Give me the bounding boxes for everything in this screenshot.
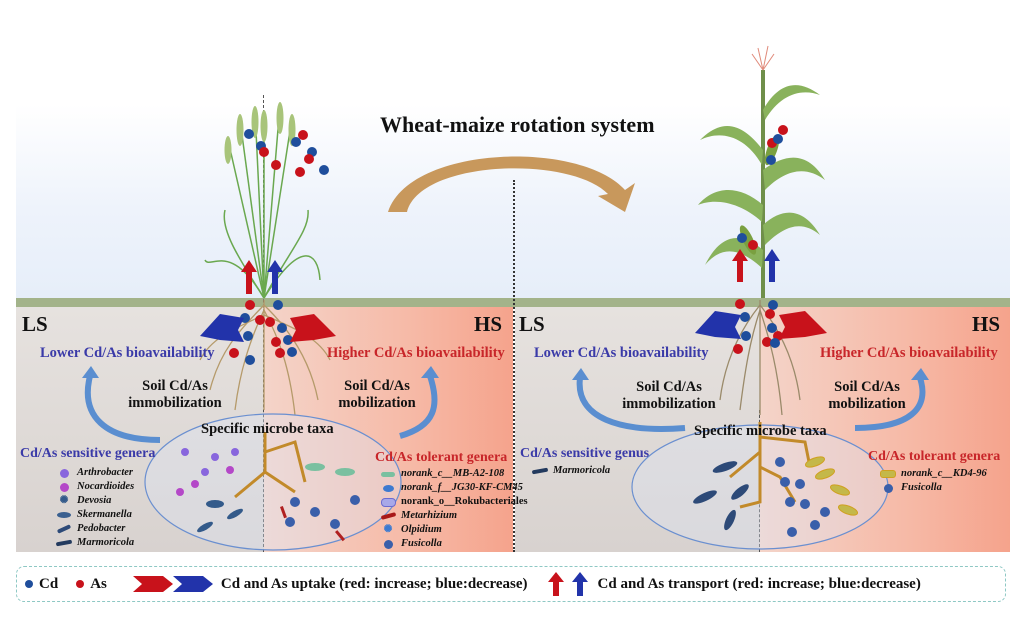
maize-plant-icon	[698, 45, 825, 298]
maize-immobilization-arrow-icon	[572, 368, 686, 432]
maize-immobilization-label: Soil Cd/As immobilization	[614, 379, 724, 413]
dark-rod-bacterium-icon	[531, 467, 549, 475]
maize-roots	[719, 299, 801, 416]
wheat-lower-bioavailability: Lower Cd/As bioavailability	[40, 345, 215, 361]
wheat-mobilization-arrow-icon	[399, 366, 439, 439]
genus-item: norank_o__Rokubacteriales	[380, 495, 528, 509]
wheat-higher-bioavailability: Higher Cd/As bioavailability	[327, 345, 505, 361]
lavender-capsule-icon	[380, 497, 396, 507]
genus-item: Nocardioides	[56, 480, 134, 494]
maize-sensitive-title: Cd/As sensitive genus	[520, 446, 650, 461]
genus-item: Skermanella	[56, 508, 134, 522]
legend-transport: Cd and As transport (red: increase; blue…	[546, 571, 921, 597]
maize-uptake-arrows	[695, 311, 827, 339]
maize-microbe-zone	[631, 422, 889, 550]
legend-as: As	[76, 576, 107, 593]
wheat-tolerant-title: Cd/As tolerant genera	[375, 450, 508, 465]
wheat-immobilization-label: Soil Cd/As immobilization	[120, 378, 230, 412]
genus-item: ✺Olpidium	[380, 523, 528, 537]
uptake-increase-chevron-icon	[290, 314, 336, 342]
maize-higher-bioavailability: Higher Cd/As bioavailability	[820, 345, 998, 361]
mobilization-line-1: Soil Cd/As	[834, 379, 900, 395]
maize-tolerant-title: Cd/As tolerant genera	[868, 449, 1001, 464]
wheat-ls-label: LS	[22, 312, 48, 336]
cd-dot-icon	[25, 580, 33, 588]
wheat-immobilization-arrow-icon	[82, 366, 161, 443]
spiky-blue-cell-icon: ✺	[59, 495, 69, 506]
maize-microbe-taxa-label: Specific microbe taxa	[694, 423, 827, 439]
yellow-green-bacillus-icon	[880, 470, 896, 478]
genus-item: Fusicolla	[880, 481, 987, 495]
wheat-hs-label: HS	[474, 312, 503, 336]
wheat-mobilization-label: Soil Cd/As mobilization	[327, 378, 427, 412]
rod-bacterium-icon	[56, 524, 72, 534]
wheat-sensitive-title: Cd/As sensitive genera	[20, 446, 156, 461]
wheat-microbe-taxa-label: Specific microbe taxa	[201, 421, 334, 437]
maize-tolerant-genera-list: norank_c__KD4-96 Fusicolla	[880, 467, 987, 495]
spiky-blue-spore-icon: ✺	[383, 524, 393, 535]
magenta-cell-icon	[56, 482, 72, 492]
oval-bacterium-icon	[56, 512, 72, 518]
blue-sphere-icon	[880, 483, 896, 493]
genus-item: Metarhizium	[380, 509, 528, 523]
mobilization-line-2: mobilization	[338, 395, 416, 411]
maize-high-stress-soil	[760, 307, 1010, 552]
wheat-metal-dots	[244, 129, 329, 177]
wheat-uptake-arrows	[200, 314, 336, 342]
dark-rod-bacterium-icon	[55, 539, 73, 547]
wheat-tolerant-genera-list: norank_c__MB-A2-108 norank_f__JG30-KF-CM…	[380, 467, 528, 551]
uptake-decrease-chevron-icon	[695, 311, 741, 339]
as-dot-icon	[76, 580, 85, 588]
genus-item: norank_c__KD4-96	[880, 467, 987, 481]
mobilization-line-1: Soil Cd/As	[344, 378, 410, 394]
maize-sensitive-genera-list: Marmoricola	[531, 464, 610, 478]
uptake-chevrons-icon	[132, 576, 213, 592]
genus-item: Pedobacter	[56, 522, 134, 536]
genus-item: Marmoricola	[55, 536, 134, 550]
wheat-roots	[199, 300, 331, 416]
maize-transport-arrows	[732, 249, 780, 282]
panel-divider	[513, 180, 515, 552]
blue-sphere-icon	[380, 539, 396, 549]
uptake-decrease-chevron-icon	[200, 314, 244, 342]
maize-ls-label: LS	[519, 312, 545, 336]
wheat-plant-icon	[204, 102, 329, 299]
immobilization-line-2: immobilization	[622, 396, 716, 412]
maize-metal-dots	[737, 125, 788, 250]
genus-item: Fusicolla	[380, 537, 528, 551]
genus-item: Marmoricola	[531, 464, 610, 478]
red-rod-icon	[380, 512, 396, 520]
mobilization-line-2: mobilization	[828, 396, 906, 412]
immobilization-line-2: immobilization	[128, 395, 222, 411]
genus-item: norank_f__JG30-KF-CM45	[380, 481, 528, 495]
immobilization-line-1: Soil Cd/As	[142, 378, 208, 394]
genus-item: norank_c__MB-A2-108	[380, 467, 528, 481]
rotation-arrow-icon	[388, 156, 635, 212]
green-bacillus-icon	[380, 471, 396, 477]
legend-uptake: Cd and As uptake (red: increase; blue:de…	[132, 574, 528, 594]
uptake-increase-chevron-icon	[779, 311, 827, 339]
genus-item: ✺Devosia	[56, 494, 134, 508]
blue-bean-icon	[380, 484, 396, 492]
legend: Cd As Cd and As uptake (red: increase; b…	[16, 566, 1006, 602]
diagram-title: Wheat-maize rotation system	[380, 112, 655, 137]
transport-arrows-icon	[547, 572, 588, 596]
transport-increase-arrow-icon	[732, 249, 748, 282]
wheat-low-stress-soil	[16, 307, 264, 552]
transport-decrease-arrow-icon	[764, 249, 780, 282]
legend-cd: Cd	[25, 576, 58, 593]
transport-decrease-arrow-icon	[267, 260, 283, 294]
immobilization-line-1: Soil Cd/As	[636, 379, 702, 395]
maize-mobilization-arrow-icon	[854, 368, 929, 431]
maize-lower-bioavailability: Lower Cd/As bioavailability	[534, 345, 709, 361]
maize-mobilization-label: Soil Cd/As mobilization	[817, 379, 917, 413]
genus-item: Arthrobacter	[56, 466, 134, 480]
transport-increase-arrow-icon	[241, 260, 257, 294]
wheat-microbe-zone	[144, 413, 402, 551]
wheat-sensitive-genera-list: Arthrobacter Nocardioides ✺Devosia Skerm…	[55, 466, 134, 550]
spiky-purple-cell-icon	[56, 468, 72, 478]
maize-hs-label: HS	[972, 312, 1001, 336]
wheat-transport-arrows	[241, 260, 283, 294]
